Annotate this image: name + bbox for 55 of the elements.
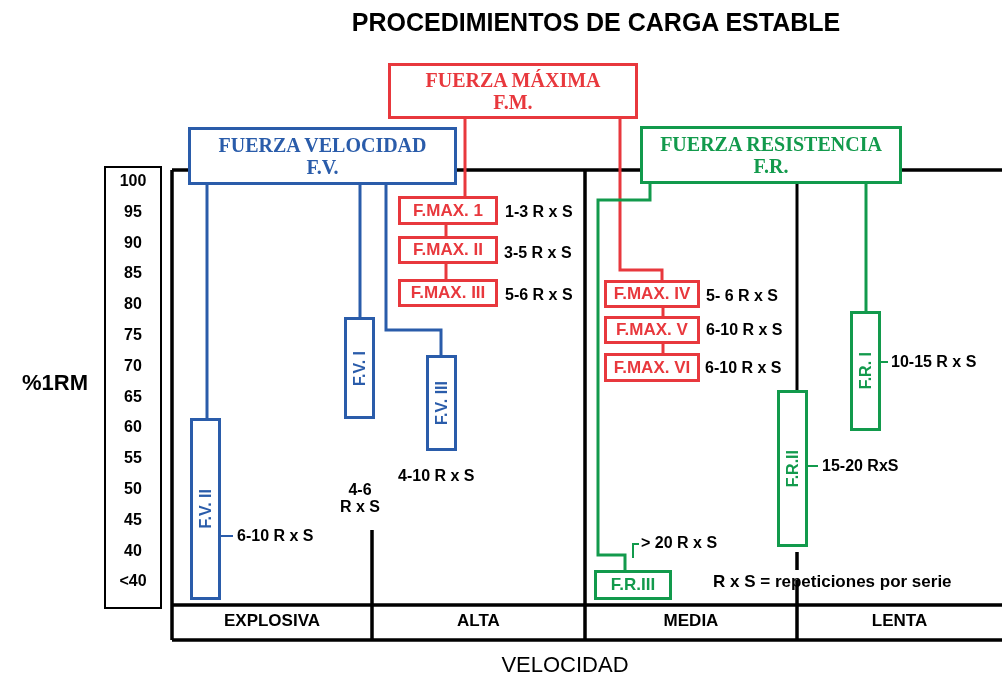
repetitions-label: 6-10 R x S <box>706 321 783 339</box>
range-bar: F.R. I <box>850 311 881 431</box>
repetitions-label: 5-6 R x S <box>505 286 573 304</box>
category-box <box>188 127 457 185</box>
method-box: F.MAX. III <box>398 279 498 307</box>
category-box <box>640 126 902 184</box>
scale-value: 95 <box>124 202 142 220</box>
scale-value: 65 <box>124 387 142 405</box>
scale-value: 50 <box>124 480 142 497</box>
range-bar: F.V. II <box>190 418 221 600</box>
scale-value: 100 <box>119 172 147 189</box>
box-text: F.M. <box>493 91 533 113</box>
repetitions-label: 4-6 R x S <box>339 481 381 515</box>
repetitions-label: 1-3 R x S <box>505 203 573 221</box>
column-heading: EXPLOSIVA <box>223 611 320 630</box>
range-bar: F.V. I <box>344 317 375 419</box>
repetitions-label: 15-20 RxS <box>822 457 899 475</box>
column-heading: LENTA <box>871 611 928 630</box>
note-text: R x S = repeticiones por serie <box>713 572 952 591</box>
scale-value: 75 <box>124 326 142 343</box>
box-text: F.V. <box>306 156 339 178</box>
method-box: F.MAX. 1 <box>398 196 498 225</box>
range-bar: F.V. III <box>426 355 457 451</box>
scale-value: 40 <box>124 541 142 559</box>
method-box: F.R.III <box>594 570 672 600</box>
axis-title: %1RM <box>22 370 88 395</box>
repetitions-label: 4-10 R x S <box>398 467 475 485</box>
column-heading: MEDIA <box>663 611 719 630</box>
repetitions-label: 5- 6 R x S <box>706 287 779 305</box>
scale-value: 60 <box>124 418 142 436</box>
method-box: F.MAX. II <box>398 236 498 264</box>
scale-value: 80 <box>124 295 142 313</box>
axis-title: VELOCIDAD <box>501 652 629 677</box>
scale-value: 45 <box>124 510 142 528</box>
category-box <box>388 63 638 119</box>
scale-value: 85 <box>124 264 142 282</box>
method-box: F.MAX. V <box>604 316 700 344</box>
scale-value: 70 <box>124 356 142 374</box>
scale-value: <40 <box>119 572 147 590</box>
repetitions-label: 6-10 R x S <box>705 359 782 377</box>
method-box: F.MAX. VI <box>604 353 700 382</box>
repetitions-label: 10-15 R x S <box>891 353 977 371</box>
range-bar: F.R.II <box>777 390 808 547</box>
box-text: FUERZA VELOCIDAD <box>218 134 427 156</box>
scale-value: 55 <box>124 449 142 467</box>
box-text: FUERZA MÁXIMA <box>425 69 601 91</box>
repetitions-label: 6-10 R x S <box>237 527 314 545</box>
repetitions-label: 3-5 R x S <box>504 244 572 262</box>
column-heading: ALTA <box>457 611 500 630</box>
diagram-title: PROCEDIMIENTOS DE CARGA ESTABLE <box>351 8 841 36</box>
repetitions-label: > 20 R x S <box>632 534 718 558</box>
box-text: F.R. <box>753 155 789 177</box>
method-box: F.MAX. IV <box>604 280 700 308</box>
box-text: FUERZA RESISTENCIA <box>660 133 882 155</box>
scale-value: 90 <box>124 233 142 251</box>
